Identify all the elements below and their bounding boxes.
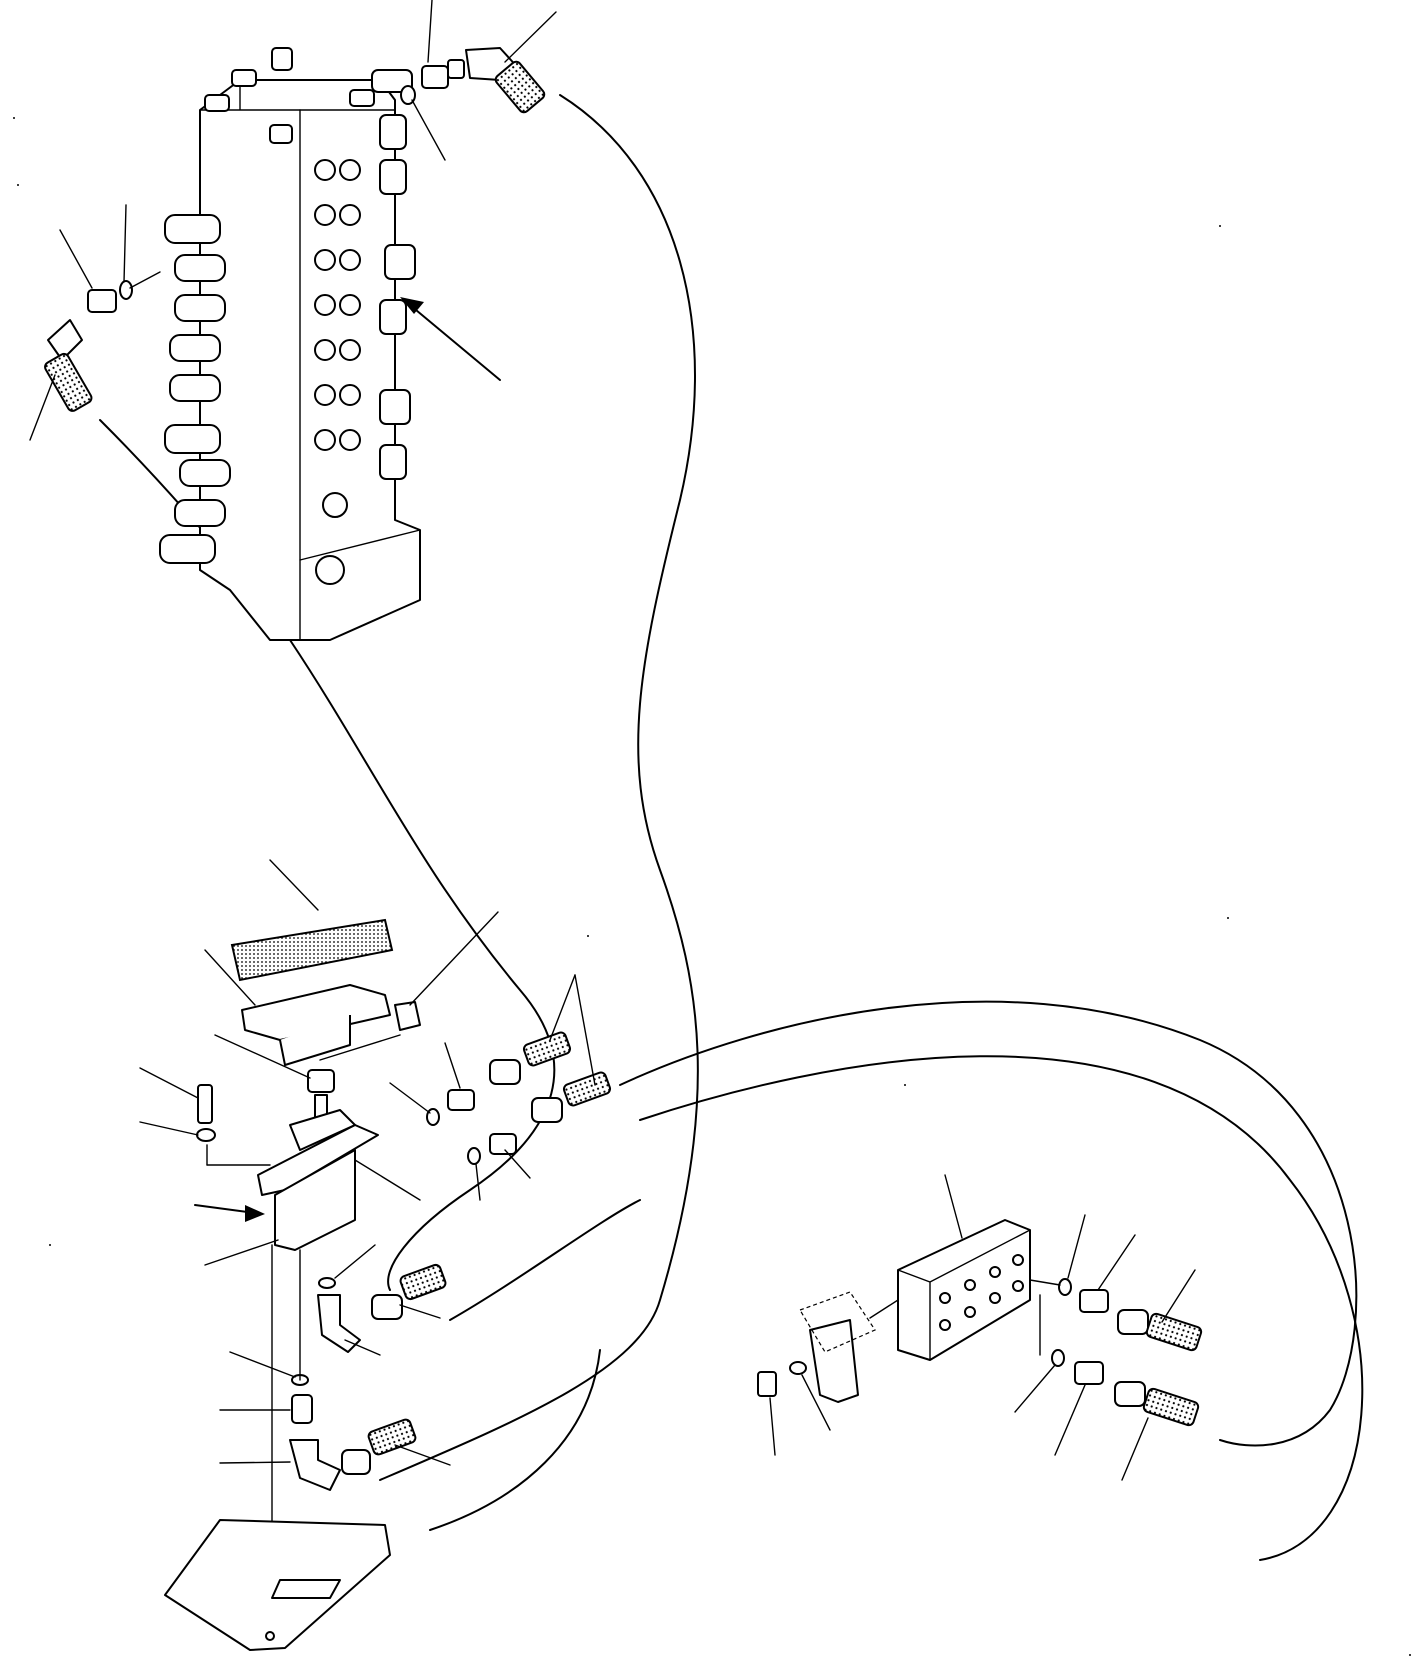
- o-ring-left: [119, 280, 133, 300]
- pedal-valve-callout-arrow: [194, 1204, 265, 1222]
- scan-specks: [13, 117, 1411, 1656]
- leader-lines: [29, 0, 1196, 1481]
- valve-bosses-right: [379, 114, 416, 480]
- block-hardware: [757, 1361, 807, 1397]
- hoses-pedal-upper: [522, 1031, 612, 1107]
- hose-line-lower-loop: [639, 1055, 1364, 1561]
- pedal-side-fittings: [426, 1059, 563, 1165]
- pedal-valve[interactable]: [257, 1109, 421, 1251]
- valve-spools-left: [159, 214, 231, 564]
- valve-top-caps: [204, 47, 413, 144]
- floor-plate[interactable]: [164, 1519, 391, 1651]
- top-fittings: [400, 59, 465, 105]
- adapter-top: [421, 65, 449, 89]
- hose-line-bottom: [429, 1349, 601, 1531]
- washer-left: [196, 1128, 216, 1142]
- junction-block[interactable]: [897, 1219, 1031, 1361]
- adapter-left: [87, 289, 117, 313]
- o-ring-top: [400, 85, 416, 105]
- pedal-lower-fittings: [271, 1244, 447, 1641]
- pedal-hardware: [196, 1001, 421, 1166]
- nut-center: [307, 1069, 335, 1093]
- control-valve[interactable]: [159, 47, 421, 641]
- hose-line-pedal-out: [449, 1199, 641, 1321]
- nut-right: [394, 1001, 421, 1031]
- pedal[interactable]: [241, 984, 391, 1066]
- valve-ports-right: [314, 159, 361, 585]
- mounting-bracket[interactable]: [799, 1291, 899, 1403]
- left-fittings: [87, 271, 161, 313]
- valve-callout-arrow: [400, 297, 501, 381]
- block-fittings: [1029, 1278, 1203, 1427]
- hose-top[interactable]: [465, 47, 546, 114]
- hose-left[interactable]: [43, 319, 93, 413]
- hose-line-upper-loop: [619, 1000, 1358, 1447]
- pedal-cover[interactable]: [230, 918, 394, 982]
- bolt-left: [197, 1084, 213, 1124]
- hose-line-top-right: [379, 94, 699, 1481]
